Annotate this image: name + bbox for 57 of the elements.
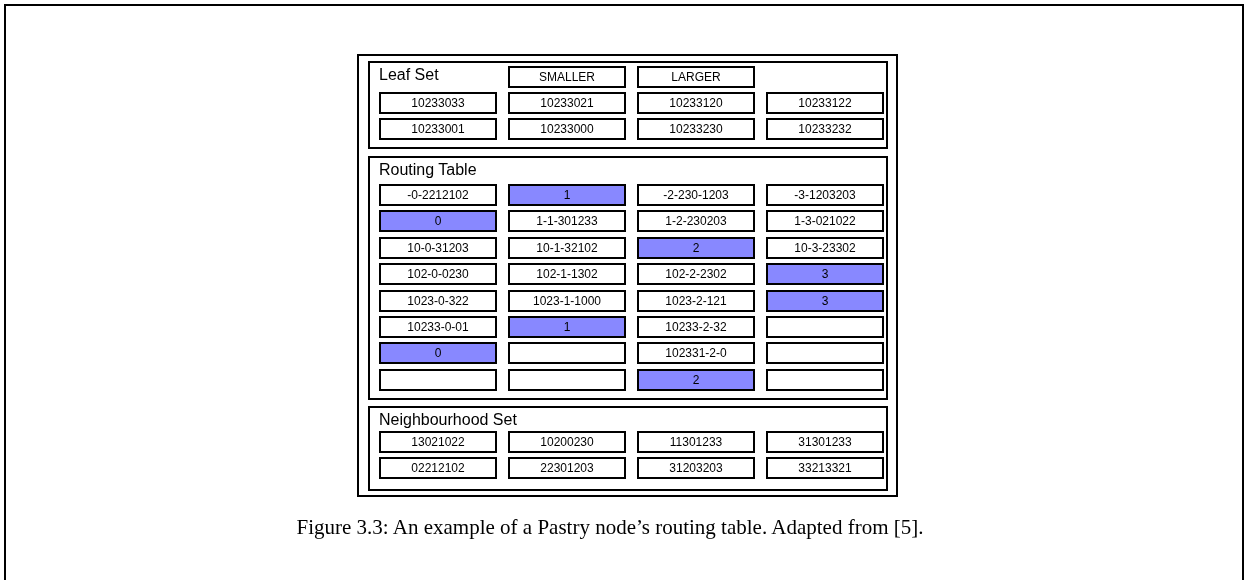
routing-entry: 102-2-2302 (637, 263, 755, 286)
empty-entry (766, 368, 884, 391)
neighbour-entry: 33213321 (766, 457, 884, 479)
routing-entry: 10233-0-01 (379, 316, 497, 338)
routing-entry: 102-1-1302 (508, 263, 626, 286)
panel-heading: Routing Table (379, 161, 477, 179)
neighbour-entry: 22301203 (508, 457, 626, 479)
routing-entry: 1 (508, 316, 626, 338)
empty-entry (766, 342, 884, 365)
neighbour-entry: 11301233 (637, 431, 755, 453)
leaf-entry: 10233120 (637, 92, 755, 114)
panel-heading: Leaf Set (379, 66, 439, 84)
routing-entry: 102331-2-0 (637, 342, 755, 365)
leaf-entry: 10233001 (379, 118, 497, 140)
routing-entry: 3 (766, 289, 884, 312)
panel-heading: Neighbourhood Set (379, 411, 517, 429)
routing-entry: 10-0-31203 (379, 236, 497, 259)
column-header: SMALLER (508, 66, 626, 88)
leaf-entry: 10233232 (766, 118, 884, 140)
routing-entry: 3 (766, 263, 884, 286)
leaf-entry: 10233122 (766, 92, 884, 114)
routing-entry: -3-1203203 (766, 184, 884, 206)
neighbourhood-set-panel (368, 406, 888, 491)
routing-table-panel (368, 156, 888, 400)
routing-entry: 1-3-021022 (766, 210, 884, 233)
routing-entry: 10-1-32102 (508, 236, 626, 259)
routing-entry: 1 (508, 184, 626, 206)
neighbour-entry: 31301233 (766, 431, 884, 453)
routing-entry: 1-1-301233 (508, 210, 626, 233)
column-header: LARGER (637, 66, 755, 88)
empty-entry (508, 368, 626, 391)
empty-entry (766, 316, 884, 338)
routing-entry: 2 (637, 236, 755, 259)
leaf-set-panel (368, 61, 888, 149)
leaf-entry: 10233000 (508, 118, 626, 140)
neighbour-entry: 10200230 (508, 431, 626, 453)
leaf-entry: 10233230 (637, 118, 755, 140)
leaf-entry: 10233033 (379, 92, 497, 114)
leaf-entry: 10233021 (508, 92, 626, 114)
routing-entry: 1023-1-1000 (508, 289, 626, 312)
figure-caption: Figure 3.3: An example of a Pastry node’s routing table. Adapted from [5]. (296, 515, 924, 540)
empty-entry (379, 368, 497, 391)
routing-entry: 102-0-0230 (379, 263, 497, 286)
routing-entry: 10-3-23302 (766, 236, 884, 259)
routing-entry: 1023-2-121 (637, 289, 755, 312)
empty-entry (508, 342, 626, 365)
routing-entry: 2 (637, 368, 755, 391)
neighbour-entry: 13021022 (379, 431, 497, 453)
routing-entry: -2-230-1203 (637, 184, 755, 206)
routing-entry: 0 (379, 342, 497, 365)
routing-entry: 10233-2-32 (637, 316, 755, 338)
routing-entry: 1-2-230203 (637, 210, 755, 233)
routing-entry: -0-2212102 (379, 184, 497, 206)
routing-entry: 0 (379, 210, 497, 233)
neighbour-entry: 02212102 (379, 457, 497, 479)
neighbour-entry: 31203203 (637, 457, 755, 479)
routing-entry: 1023-0-322 (379, 289, 497, 312)
